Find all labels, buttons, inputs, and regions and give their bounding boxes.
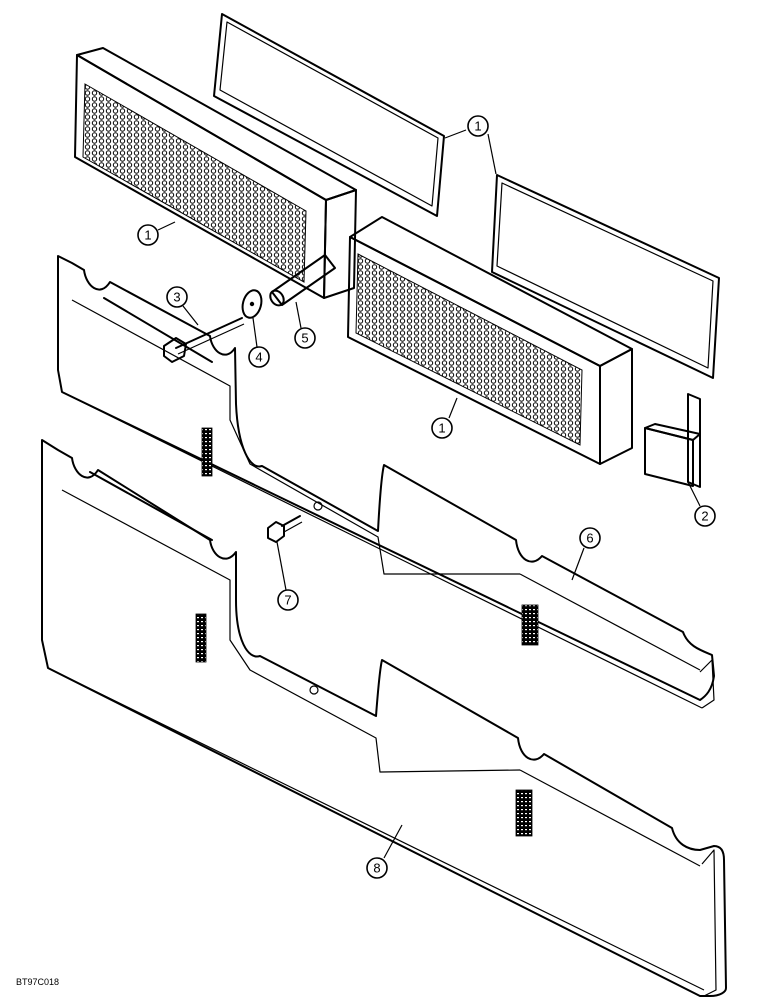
leader-lines <box>157 129 701 859</box>
callout-label: 5 <box>301 331 308 346</box>
air-filter-right <box>347 216 633 465</box>
callout-label: 4 <box>255 350 262 365</box>
drawing-code: BT97C018 <box>16 977 59 987</box>
callout-8: 8 <box>366 857 388 879</box>
callout-1b: 1 <box>137 224 159 246</box>
callout-label: 1 <box>474 119 481 134</box>
grille-panel-lower <box>41 439 727 997</box>
callout-2: 2 <box>694 505 716 527</box>
bolt-7 <box>267 515 303 543</box>
callout-3: 3 <box>166 286 188 308</box>
callout-5: 5 <box>294 327 316 349</box>
callout-label: 3 <box>173 290 180 305</box>
washer-4 <box>241 289 263 319</box>
callout-1c: 1 <box>431 417 453 439</box>
callout-label: 2 <box>701 509 708 524</box>
bracket <box>644 393 701 488</box>
callout-label: 1 <box>144 228 151 243</box>
callout-label: 6 <box>586 531 593 546</box>
callout-label: 1 <box>438 421 445 436</box>
tube <box>269 254 336 307</box>
filter-gasket-lower <box>491 174 720 379</box>
callout-4: 4 <box>248 346 270 368</box>
callout-6: 6 <box>579 527 601 549</box>
callout-label: 8 <box>373 861 380 876</box>
filter-gasket-upper <box>213 13 445 217</box>
callout-7: 7 <box>277 589 299 611</box>
callout-1a: 1 <box>467 115 489 137</box>
grille-panel-upper <box>57 255 715 709</box>
bolt-3 <box>163 317 245 363</box>
air-filter-left <box>74 47 357 299</box>
callout-label: 7 <box>284 593 291 608</box>
